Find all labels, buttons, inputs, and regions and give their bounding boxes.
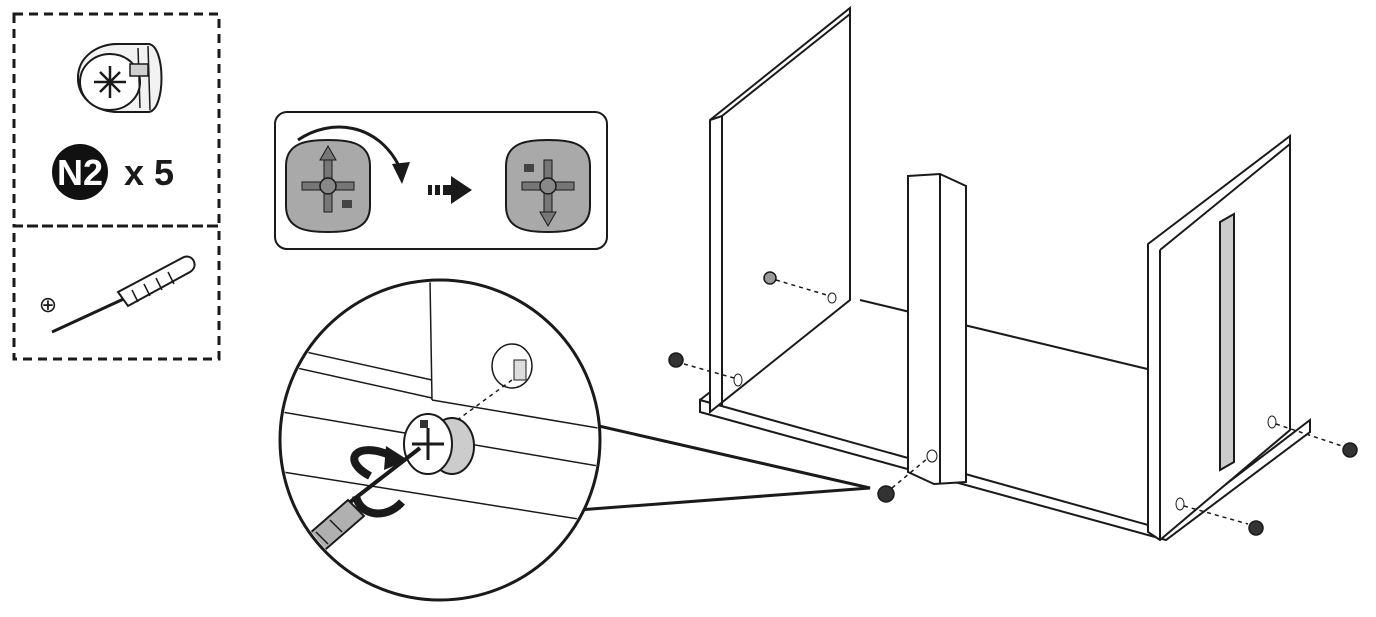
phillips-symbol: ⊕ xyxy=(39,292,57,317)
clockwise-arrow-icon xyxy=(297,125,402,169)
part-code-badge xyxy=(52,144,108,200)
left-side-panel xyxy=(709,5,851,415)
detail-callout-pointer xyxy=(577,422,871,512)
tools-box-frame xyxy=(12,224,221,361)
center-divider-panel xyxy=(907,172,967,486)
dashed-arrow-right-icon xyxy=(428,176,472,204)
cam-lock-arrow-down-icon xyxy=(505,138,591,234)
detail-cam-lock-icon xyxy=(403,413,475,475)
part-quantity-label: x 5 xyxy=(124,152,174,193)
phillips-screwdriver-icon xyxy=(51,255,196,334)
cam-lock-right-rear-icon xyxy=(1267,415,1358,458)
cam-lock-arrow-up-icon xyxy=(285,138,371,234)
cam-lock-left-rear-icon xyxy=(763,271,837,304)
cam-lock-left-front-icon xyxy=(668,352,743,387)
cabinet-assembly xyxy=(699,5,1311,542)
cabinet-cam-locks xyxy=(668,271,1358,536)
parts-box: N2 x 5 ⊕ xyxy=(12,12,221,361)
cam-lock-center-icon xyxy=(877,449,938,503)
rotation-callout xyxy=(274,111,608,250)
part-code-label: N2 xyxy=(57,152,103,193)
cam-lock-right-front-icon xyxy=(1175,497,1264,536)
parts-box-frame xyxy=(12,12,221,228)
cam-lock-icon xyxy=(76,43,163,113)
drawer-rail xyxy=(1219,212,1235,472)
rotation-arrow-icon xyxy=(350,446,408,518)
